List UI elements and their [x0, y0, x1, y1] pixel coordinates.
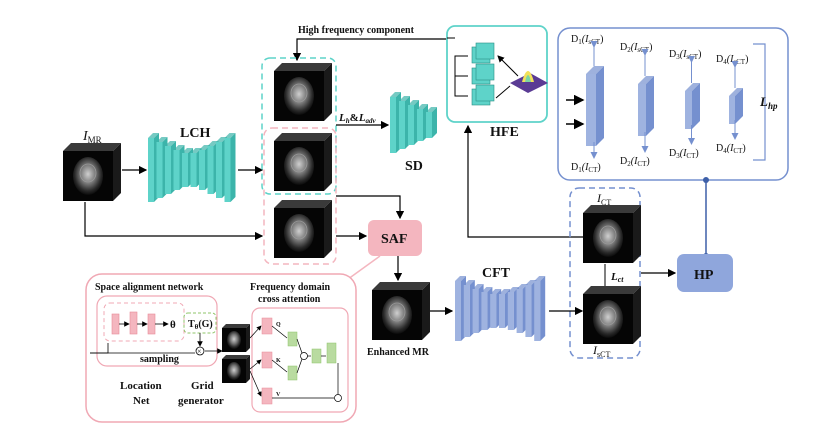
cft-layer — [534, 276, 546, 341]
discriminator-layer — [586, 66, 604, 146]
multiscale-discriminator-panel: D1(IsCT)D2(IsCT)D3(IsCT)D4(IsCT) D1(ICT)… — [557, 27, 789, 259]
hp-box — [677, 254, 733, 292]
freq-domain-label-1: Frequency domain — [250, 282, 331, 293]
k-label: K — [276, 358, 281, 364]
location-net-label-2: Net — [133, 395, 150, 407]
discriminator-layer — [638, 76, 654, 136]
discriminator-blocks — [586, 66, 743, 146]
hfe-block: HFE — [446, 25, 548, 140]
saf-label: SAF — [381, 232, 407, 247]
theta-label: θ — [170, 319, 176, 331]
v-label: V — [276, 392, 281, 398]
cft-label: CFT — [482, 266, 511, 281]
d-label-ct: D4(ICT) — [716, 143, 746, 155]
grid-generator-label-2: generator — [178, 395, 224, 407]
t-theta-label: Tθ(G) — [188, 319, 213, 331]
input-mr-group: IMR — [62, 129, 264, 241]
sd-label: SD — [405, 159, 423, 174]
enhanced-mr-label: Enhanced MR — [367, 347, 430, 358]
lch-layer — [224, 133, 236, 202]
i-mr-label: IMR — [82, 129, 102, 145]
freq-domain-label-2: cross attention — [258, 294, 321, 305]
sd-layer — [426, 107, 437, 138]
l-hp-label: Lhp — [759, 94, 778, 111]
sd-blocks — [390, 92, 437, 153]
d-label-sct: D4(IsCT) — [716, 54, 748, 66]
space-alignment-label: Space alignment network — [95, 282, 204, 293]
location-net-label-1: Location — [120, 380, 162, 392]
d-label-ct: D3(ICT) — [669, 148, 699, 160]
enhanced-mr-thumb — [222, 355, 250, 383]
hfe-label: HFE — [490, 125, 519, 140]
input-mr-image — [62, 142, 122, 202]
l-ct-label: Lct — [610, 271, 624, 284]
hp-discriminator-box — [557, 27, 789, 181]
sampling-label: sampling — [140, 354, 179, 365]
sct-image — [582, 285, 642, 345]
high-frequency-label: High frequency component — [298, 25, 415, 36]
mr-copy-image — [273, 199, 333, 259]
ct-image — [582, 204, 642, 264]
sd-discriminator: SD — [390, 92, 437, 174]
cft-network: CFT — [455, 266, 546, 341]
space-alignment-box — [96, 295, 218, 367]
i-sct-label: IsCT — [592, 343, 610, 359]
teal-dashed-box — [261, 57, 337, 195]
saf-box — [368, 220, 422, 256]
lch-output-image — [273, 132, 333, 192]
q-label: Q — [276, 322, 281, 328]
aligned-mr-thumb — [222, 324, 250, 352]
hp-label: HP — [694, 268, 714, 283]
enhanced-mr-image — [371, 281, 431, 341]
ct-pair-group: ICT Lct IsCT — [569, 187, 642, 359]
i-ct-label: ICT — [596, 191, 611, 207]
hf-output-image — [273, 62, 333, 122]
grid-generator-label-1: Grid — [191, 380, 214, 392]
saf-detail-box — [85, 273, 357, 423]
d-label-ct: D2(ICT) — [620, 156, 650, 168]
lch-network: LCH — [148, 126, 264, 202]
hp-block: HP — [641, 254, 733, 292]
high-frequency-path: High frequency component — [292, 25, 447, 62]
ct-dashed-box — [569, 187, 641, 359]
lch-label: LCH — [180, 126, 210, 141]
loss-h-adv-label: Lh&Ladv — [338, 112, 377, 125]
cross-attention-box — [251, 307, 349, 413]
svg-text:×: × — [197, 347, 202, 356]
discriminator-layer — [685, 83, 700, 129]
saf-block: SAF — [343, 220, 422, 283]
hfe-box — [446, 25, 548, 123]
saf-detail-panel: Space alignment network Frequency domain… — [85, 273, 357, 423]
d-label-ct: D1(ICT) — [571, 162, 601, 174]
cft-blocks — [455, 276, 546, 341]
lch-blocks — [148, 133, 236, 202]
discriminator-layer — [729, 88, 743, 124]
